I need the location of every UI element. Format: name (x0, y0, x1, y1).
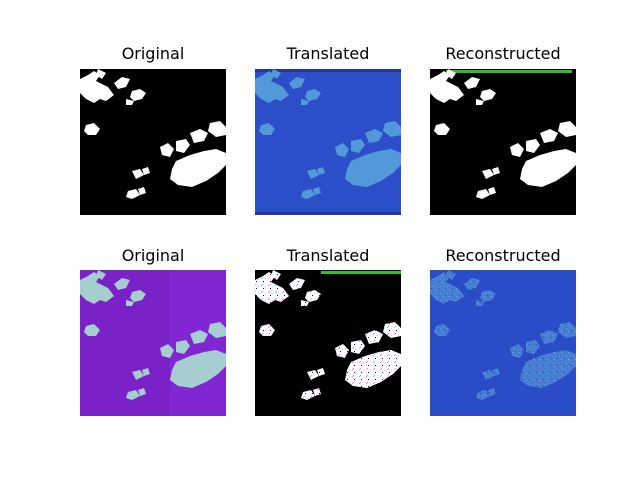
panel-title-r1c2: Translated (286, 44, 370, 63)
image-panel-r1c3 (430, 69, 576, 215)
panel-title-r2c3: Reconstructed (445, 246, 561, 265)
image-original-purple (80, 270, 226, 416)
image-panel-r1c1 (80, 69, 226, 215)
image-panel-r2c1 (80, 270, 226, 416)
image-panel-r2c3 (430, 270, 576, 416)
panel-title-r2c2: Translated (286, 246, 370, 265)
image-original-binary (80, 69, 226, 215)
image-translated-binary-noisy (255, 270, 401, 416)
image-panel-r1c2 (255, 69, 401, 215)
panel-title-r2c1: Original (121, 246, 185, 265)
image-reconstructed-binary (430, 69, 576, 215)
panel-title-r1c1: Original (121, 44, 185, 63)
image-reconstructed-blue (430, 270, 576, 416)
panel-title-r1c3: Reconstructed (445, 44, 561, 63)
image-panel-r2c2 (255, 270, 401, 416)
image-translated-blue (255, 69, 401, 215)
